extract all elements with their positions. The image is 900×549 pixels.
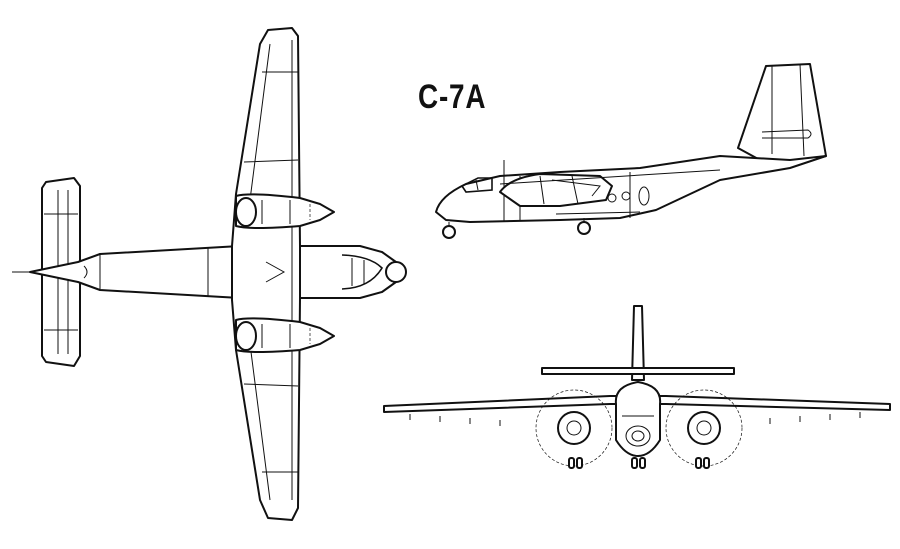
- front-nose-wheel-b: [639, 457, 646, 469]
- front-vertical-fin: [631, 305, 645, 381]
- side-view: [435, 63, 827, 239]
- plan-engine-left: [235, 193, 335, 229]
- front-propeller-disc-left: [535, 389, 613, 467]
- front-engine-left: [557, 411, 591, 445]
- front-horizontal-tail: [541, 367, 735, 375]
- plan-wing: [231, 27, 301, 521]
- plan-view: [12, 27, 407, 521]
- front-wheel-right-b: [703, 457, 710, 469]
- plan-fuselage: [29, 245, 405, 299]
- side-vertical-tail: [737, 63, 827, 163]
- front-fuselage: [614, 381, 662, 457]
- side-engine-nacelle: [499, 173, 613, 207]
- front-propeller-disc-right: [665, 389, 743, 467]
- front-nose-wheel-a: [631, 457, 638, 469]
- aircraft-designation-title: C-7A: [418, 78, 487, 116]
- front-view: [383, 305, 891, 469]
- side-nose-wheel: [442, 225, 456, 239]
- plan-nose-dome: [385, 261, 407, 283]
- front-engine-right: [687, 411, 721, 445]
- front-wheel-left-b: [576, 457, 583, 469]
- side-main-wheel: [577, 221, 591, 235]
- front-wheel-left-a: [568, 457, 575, 469]
- front-wheel-right-a: [695, 457, 702, 469]
- plan-engine-right: [235, 317, 335, 353]
